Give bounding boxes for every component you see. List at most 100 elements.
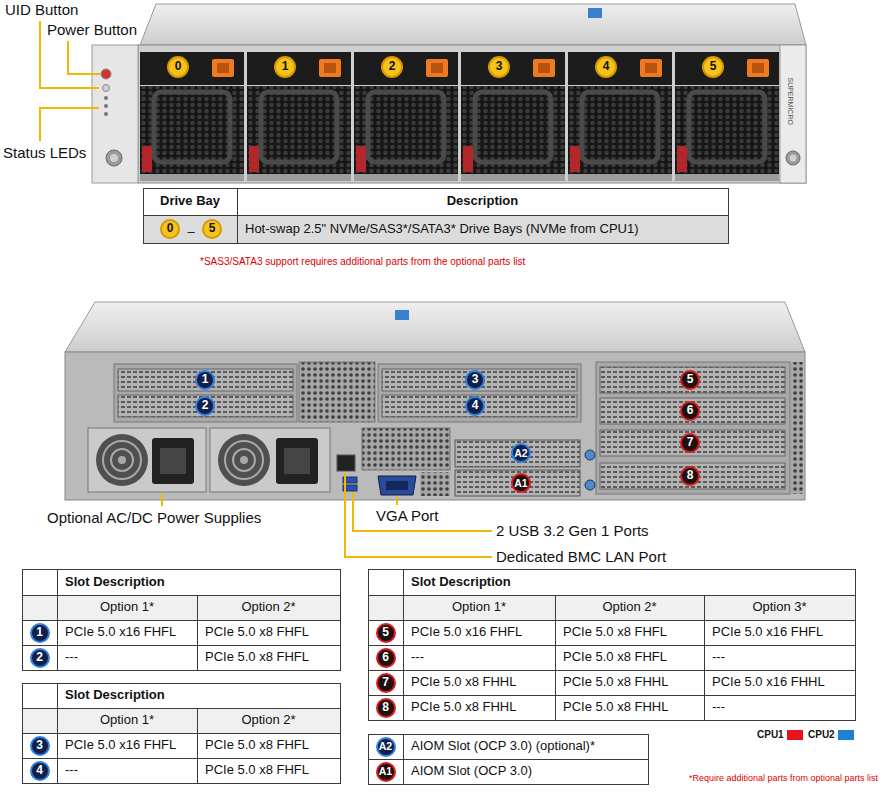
label-text: AIOM Slot (OCP 3.0) (optional)*: [411, 739, 595, 754]
callout-text: 5: [687, 373, 694, 387]
callout-number: 1: [274, 56, 296, 78]
table-cell: [369, 621, 404, 646]
table-cell: [23, 734, 58, 759]
label-text: PCIe 5.0 x16 FHFL: [65, 738, 176, 753]
table-cell-text: ---: [704, 695, 855, 720]
callout-label: Optional AC/DC Power Supplies: [47, 509, 261, 527]
leader-line: [345, 473, 492, 557]
callout-number: 7: [376, 673, 396, 693]
aiom-slot: [455, 440, 580, 467]
label-text: Option 2*: [602, 600, 656, 615]
table-cell: [198, 709, 341, 734]
table-cell: [198, 646, 341, 671]
callout-label: Status LEDs: [3, 144, 86, 162]
callout-text: 1: [36, 626, 43, 640]
leader-line: [40, 21, 492, 557]
table-cell-text: ---: [403, 645, 555, 670]
label-text: PCIe 5.0 x8 FHHL: [563, 700, 669, 715]
callout-number: 5: [680, 370, 700, 390]
table-cell-text: PCIe 5.0 x8 FHHL: [555, 695, 704, 720]
rear-chassis: [600, 398, 785, 424]
leader-line: [40, 108, 99, 141]
callout-number: 3: [30, 736, 50, 756]
power-supply: [225, 441, 263, 479]
table-cell-text: Slot Description: [403, 569, 855, 595]
rear-chassis: [299, 362, 375, 422]
callout-text: 2: [202, 399, 209, 413]
label-text: Hot-swap 2.5" NVMe/SAS3*/SATA3* Drive Ba…: [245, 222, 639, 237]
power-supply: [152, 438, 194, 484]
table-cell-text: Hot-swap 2.5" NVMe/SAS3*/SATA3* Drive Ba…: [237, 215, 728, 243]
callout-text: A2: [379, 740, 392, 752]
label-text: PCIe 5.0 x16 FHHL: [712, 675, 825, 690]
label-text: Slot Description: [65, 688, 165, 703]
table-cell: [58, 684, 341, 709]
rear-chassis: [382, 395, 577, 417]
rear-chassis: [600, 463, 785, 489]
callout-number: 6: [376, 648, 396, 668]
table-cell-text: PCIe 5.0 x16 FHFL: [57, 620, 197, 645]
table-cell: [23, 646, 58, 671]
table-cell: [23, 570, 58, 596]
rear-chassis: [118, 369, 293, 391]
callout-number: 5: [702, 56, 724, 78]
table-cell: [58, 646, 198, 671]
front-chassis: [354, 52, 458, 181]
leader-line: [353, 492, 492, 531]
label-text: Option 2*: [241, 600, 295, 615]
table-cell: [404, 646, 556, 671]
table-cell: [198, 759, 341, 784]
power-supply: [118, 456, 126, 464]
table-cell: [404, 760, 649, 785]
rear-chassis: [65, 302, 805, 500]
rear-chassis: [596, 362, 790, 494]
table-cell: [369, 646, 404, 671]
front-right-ear: [786, 151, 800, 165]
table-cell: [369, 735, 404, 760]
table-cell: [144, 216, 238, 244]
table-cell: [705, 621, 856, 646]
front-chassis: [588, 8, 602, 18]
table-cell: [404, 570, 856, 596]
label-text: Slot Description: [65, 575, 165, 590]
table-cell-text: Option 2*: [197, 595, 340, 620]
front-left-ear: [92, 45, 138, 183]
legend-item: CPU1: [757, 729, 803, 741]
label-text: PCIe 5.0 x8 FHFL: [205, 625, 309, 640]
callout-text: 4: [472, 399, 479, 413]
rear-chassis: [362, 428, 450, 470]
front-left-ear: [104, 96, 108, 100]
table-cell: [369, 596, 404, 621]
power-supply: [240, 456, 248, 464]
front-left-ear: [110, 154, 118, 162]
label-text: PCIe 5.0 x16 FHFL: [411, 625, 522, 640]
front-left-ear: [104, 112, 108, 116]
aiom-slot: [585, 450, 595, 460]
legend-item: CPU2: [808, 729, 854, 741]
table-cell: [23, 684, 58, 709]
label-text: *SAS3/SATA3 support requires additional …: [200, 256, 525, 267]
callout-text: 3: [36, 739, 43, 753]
table-cell-text: Option 2*: [197, 708, 340, 733]
label-text: Drive Bay: [160, 194, 220, 209]
callout-text: 7: [382, 676, 389, 690]
label-text: Slot Description: [411, 575, 511, 590]
leader-line: [68, 41, 100, 74]
table-cell-text: PCIe 5.0 x8 FHHL: [555, 670, 704, 695]
callout-text: A1: [379, 765, 392, 777]
front-chassis: [675, 52, 779, 181]
front-right-ear: [790, 155, 797, 162]
table-cell: [705, 696, 856, 721]
table-cell: [404, 735, 649, 760]
label-text: PCIe 5.0 x8 FHHL: [411, 675, 517, 690]
label-text: PCIe 5.0 x8 FHHL: [563, 675, 669, 690]
aiom-slot: [585, 480, 595, 490]
callout-label: UID Button: [5, 1, 78, 19]
table-cell: [556, 596, 705, 621]
front-chassis: [568, 52, 672, 181]
table-cell-text: PCIe 5.0 x8 FHFL: [197, 645, 340, 670]
callout-number: 1: [30, 623, 50, 643]
label-text: Status LEDs: [3, 144, 86, 161]
table-cell: [705, 596, 856, 621]
